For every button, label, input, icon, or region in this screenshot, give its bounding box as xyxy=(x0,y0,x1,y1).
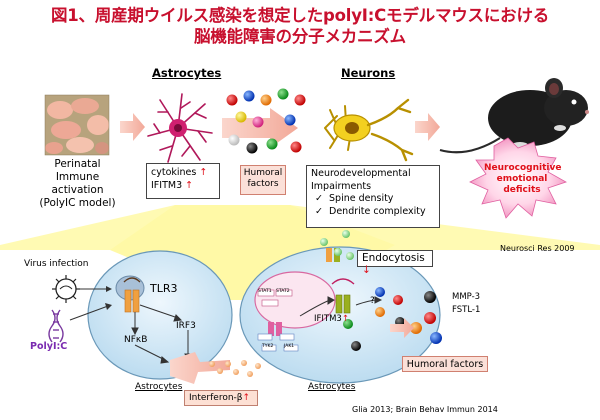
interferon-label: Interferon-β xyxy=(189,393,243,403)
arrow-neuron-to-mouse xyxy=(415,113,440,141)
stat2-label: STAT2 xyxy=(276,289,290,294)
polyic-icon xyxy=(48,309,64,343)
endocytosis-down-arrow: ↓ xyxy=(362,264,371,276)
arrow-humoral xyxy=(390,318,414,338)
ifitm3-receptor xyxy=(331,278,355,314)
deficits-line-2: emotional xyxy=(496,174,548,184)
interferon-up-arrow: ↑ xyxy=(242,393,251,403)
citation-glia: Glia 2013; Brain Behav Immun 2014 xyxy=(352,405,498,414)
humoral-small-line-1: Humoral xyxy=(243,168,283,178)
deficits-burst xyxy=(469,137,567,219)
perinatal-label: Perinatal Immune activation (PolyIC mode… xyxy=(30,158,125,210)
question-mark: ? xyxy=(370,296,375,306)
check-icon: ✓ xyxy=(315,193,323,204)
polyic-label: PolyI:C xyxy=(30,341,68,352)
title-line-1: 図1、周産期ウイルス感染を想定したpolyI:Cモデルマウスにおける xyxy=(50,6,550,25)
mouse-image xyxy=(439,78,589,154)
humoral-factors-box-upper: Humoral factors xyxy=(240,165,286,195)
check-icon: ✓ xyxy=(315,205,323,217)
nfkb-label: NFκB xyxy=(124,335,148,345)
endocytosis-box: Endocytosis ↓ xyxy=(357,250,433,276)
title-line-2: 脳機能障害の分子メカニズム xyxy=(194,27,406,46)
citation-neurosci: Neurosci Res 2009 xyxy=(500,244,575,253)
deficits-line-3: deficits xyxy=(503,185,541,195)
neuro-item-spine: Spine density xyxy=(329,193,394,204)
perinatal-line-3: (PolyIC model) xyxy=(39,197,116,209)
neuro-item-dendrite: Dendrite complexity xyxy=(329,205,426,217)
nucleus xyxy=(254,271,336,329)
astrocytes-header: Astrocytes xyxy=(152,66,222,80)
ifn-receptor xyxy=(268,322,282,336)
virus-icon xyxy=(52,275,80,303)
mmp3-label: MMP-3 xyxy=(452,292,481,302)
humoral-balls-upper xyxy=(226,88,306,154)
tlr3-receptor xyxy=(123,277,141,313)
ifitm3-label-lower: IFITM3↑ xyxy=(314,314,349,324)
jak1-label: JAK1 xyxy=(284,344,295,349)
endocytosis-label: Endocytosis xyxy=(362,252,425,264)
tyk2-label: TYK2 xyxy=(262,344,274,349)
deficits-label: Neurocognitive emotional deficits xyxy=(484,163,562,196)
fstl1-label: FSTL-1 xyxy=(452,305,481,315)
ifitm3-up-arrow-upper: ↑ xyxy=(185,180,194,191)
astrocytes-left-label: Astrocytes xyxy=(135,382,183,392)
stat-jak-boxes xyxy=(257,289,299,352)
ifitm3-label-upper: IFITM3 xyxy=(151,180,183,191)
perinatal-line-1: Perinatal xyxy=(54,158,101,170)
cytokines-up-arrow: ↑ xyxy=(199,167,208,178)
stat1-label: STAT1 xyxy=(258,289,272,294)
green-vesicles xyxy=(320,230,354,260)
astrocyte-left-cell xyxy=(87,250,233,380)
neuron-cell xyxy=(324,98,414,162)
neurodevelopmental-box: Neurodevelopmental Impairments ✓ Spine d… xyxy=(306,165,440,228)
right-cell-arrows xyxy=(299,296,383,317)
tlr3-label: TLR3 xyxy=(150,282,178,295)
interferon-balls xyxy=(209,360,261,377)
humoral-small-line-2: factors xyxy=(247,179,279,189)
arrow-ifn xyxy=(170,352,230,384)
perinatal-photo xyxy=(44,94,110,156)
neuro-line-1: Neurodevelopmental xyxy=(311,168,411,179)
cytokines-label: cytokines xyxy=(151,167,197,178)
interferon-box: Interferon-β↑ xyxy=(184,390,258,406)
neurons-header: Neurons xyxy=(341,66,396,80)
deficits-line-1: Neurocognitive xyxy=(484,163,562,173)
virus-infection-label: Virus infection xyxy=(24,259,89,269)
perinatal-line-2: Immune activation xyxy=(51,171,104,196)
cytokines-box: cytokines ↑ IFITM3 ↑ xyxy=(146,163,220,199)
humoral-factors-box-lower: Humoral factors xyxy=(402,356,488,372)
astrocytes-right-label: Astrocytes xyxy=(308,382,356,392)
irf3-label: IRF3 xyxy=(176,321,196,331)
neuro-line-2: Impairments xyxy=(311,180,372,192)
arrow-photo-to-astro xyxy=(120,113,145,141)
